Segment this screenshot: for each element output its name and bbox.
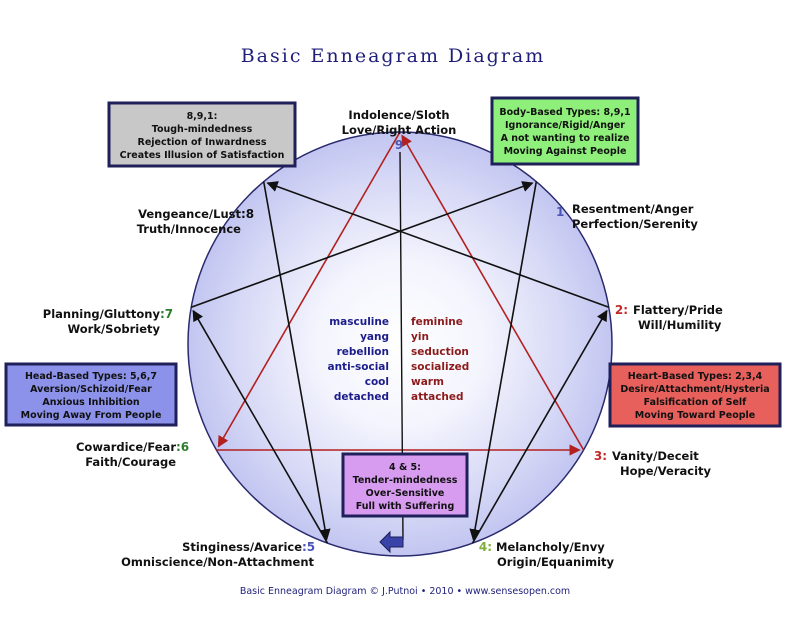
point-1-label: 1 Resentment/Anger Perfection/Serenity — [556, 202, 698, 231]
hexad-line-1-4 — [469, 181, 538, 541]
point-7-line2: Work/Sobriety — [67, 322, 160, 336]
heart-based-box: Heart-Based Types: 2,3,4 Desire/Attachme… — [608, 362, 782, 428]
tough-box-line4: Creates Illusion of Satisfaction — [120, 150, 285, 161]
masculine-trait: rebellion — [337, 346, 389, 358]
tender-box-line4: Full with Suffering — [356, 501, 455, 512]
hexad-line-4-2 — [471, 309, 608, 544]
feminine-trait: yin — [411, 331, 429, 343]
masculine-trait: anti-social — [327, 361, 389, 373]
hexad-line-2-8 — [266, 181, 610, 308]
heart-box-line1: Heart-Based Types: 2,3,4 — [628, 371, 763, 382]
point-3-label: 3: Vanity/Deceit Hope/Veracity — [594, 449, 712, 478]
body-box-line3: A not wanting to realize — [501, 133, 630, 144]
tender-mindedness-box: 4 & 5: Tender-mindedness Over-Sensitive … — [341, 452, 469, 518]
hexad-line-5-7 — [192, 309, 329, 544]
point-6-label: Cowardice/Fear :6 Faith/Courage — [76, 440, 189, 469]
point-8-number: :8 — [241, 207, 254, 221]
body-box-line1: Body-Based Types: 8,9,1 — [499, 107, 630, 118]
feminine-trait: socialized — [411, 361, 469, 373]
point-9-line1: Indolence/Sloth — [348, 108, 449, 122]
feminine-traits-list: feminine yin seduction socialized warm attach… — [411, 316, 469, 403]
tough-box-line1: 8,9,1: — [187, 111, 218, 122]
direction-arrow-icon — [379, 530, 404, 554]
point-9-label: Indolence/Sloth Love/Right Action 9 — [342, 108, 457, 152]
triangle-line-3-9 — [401, 134, 585, 451]
tender-box-line1: 4 & 5: — [389, 462, 421, 473]
body-box-bg — [490, 96, 640, 166]
point-4-number: 4: — [479, 540, 492, 554]
head-based-box: Head-Based Types: 5,6,7 Aversion/Schizoi… — [4, 362, 178, 427]
hexad-line-7-1 — [190, 181, 534, 308]
heart-box-line4: Moving Toward People — [635, 410, 755, 421]
point-5-number: :5 — [302, 540, 315, 554]
feminine-trait: warm — [411, 376, 444, 388]
point-8-line1: Vengeance/Lust — [138, 207, 241, 221]
head-box-line2: Aversion/Schizoid/Fear — [30, 384, 152, 395]
point-5-line1: Stinginess/Avarice — [182, 540, 302, 554]
point-2-number: 2: — [615, 303, 628, 317]
point-5-line2: Omniscience/Non-Attachment — [121, 555, 314, 569]
head-box-line3: Anxious Inhibition — [42, 397, 139, 408]
feminine-trait: feminine — [411, 316, 463, 328]
point-1-number: 1 — [556, 205, 564, 219]
point-4-line2: Origin/Equanimity — [497, 555, 615, 569]
point-3-line2: Hope/Veracity — [620, 464, 712, 478]
point-6-line1: Cowardice/Fear — [76, 440, 176, 454]
point-9-number: 9 — [395, 138, 403, 152]
feminine-trait: seduction — [411, 346, 469, 358]
masculine-trait: yang — [360, 331, 389, 343]
point-5-label: Stinginess/Avarice :5 Omniscience/Non-At… — [121, 540, 315, 569]
heart-box-line3: Falsification of Self — [644, 397, 747, 408]
masculine-traits-list: masculine yang rebellion anti-social cool det… — [327, 316, 389, 403]
heart-box-line2: Desire/Attachment/Hysteria — [620, 384, 769, 395]
masculine-trait: cool — [365, 376, 389, 388]
point-8-label: Vengeance/Lust :8 Truth/Innocence — [137, 207, 254, 236]
point-3-number: 3: — [594, 449, 607, 463]
point-3-line1: Vanity/Deceit — [612, 449, 699, 463]
point-9-line2: Love/Right Action — [342, 123, 457, 137]
diagram-title: Basic Enneagram Diagram — [241, 45, 546, 67]
body-box-line2: Ignorance/Rigid/Anger — [505, 120, 625, 131]
tender-box-line2: Tender-mindedness — [353, 475, 458, 486]
body-box-line4: Moving Against People — [504, 146, 627, 157]
point-7-label: Planning/Gluttony :7 Work/Sobriety — [43, 307, 173, 336]
tender-box-line3: Over-Sensitive — [366, 488, 445, 499]
masculine-trait: masculine — [329, 316, 389, 328]
point-7-number: :7 — [160, 307, 173, 321]
masculine-trait: detached — [334, 391, 389, 403]
head-box-bg — [4, 362, 178, 427]
point-7-line1: Planning/Gluttony — [43, 307, 161, 321]
heart-box-bg — [608, 362, 782, 428]
triangle-line-9-6 — [217, 131, 401, 448]
tender-box-bg — [341, 452, 469, 518]
point-2-line1: Flattery/Pride — [633, 303, 723, 317]
point-6-number: :6 — [176, 440, 189, 454]
point-4-label: 4: Melancholy/Envy Origin/Equanimity — [479, 540, 615, 569]
body-based-box: Body-Based Types: 8,9,1 Ignorance/Rigid/… — [490, 96, 640, 166]
tough-box-line3: Rejection of Inwardness — [138, 137, 267, 148]
point-8-line2: Truth/Innocence — [137, 222, 241, 236]
hexad-line-8-5 — [262, 181, 331, 541]
head-box-line1: Head-Based Types: 5,6,7 — [25, 371, 157, 382]
footer-credit: Basic Enneagram Diagram © J.Putnoi • 201… — [240, 586, 570, 597]
point-6-line2: Faith/Courage — [85, 455, 176, 469]
point-2-line2: Will/Humility — [638, 318, 722, 332]
point-4-line1: Melancholy/Envy — [496, 540, 605, 554]
tough-mindedness-box: 8,9,1: Tough-mindedness Rejection of Inw… — [107, 101, 297, 168]
tough-box-bg — [107, 101, 297, 168]
point-1-line2: Perfection/Serenity — [572, 217, 698, 231]
point-2-label: 2: Flattery/Pride Will/Humility — [615, 303, 723, 332]
tough-box-line2: Tough-mindedness — [152, 124, 253, 135]
point-1-line1: Resentment/Anger — [572, 202, 694, 216]
head-box-line4: Moving Away From People — [21, 410, 162, 421]
feminine-trait: attached — [411, 391, 464, 403]
